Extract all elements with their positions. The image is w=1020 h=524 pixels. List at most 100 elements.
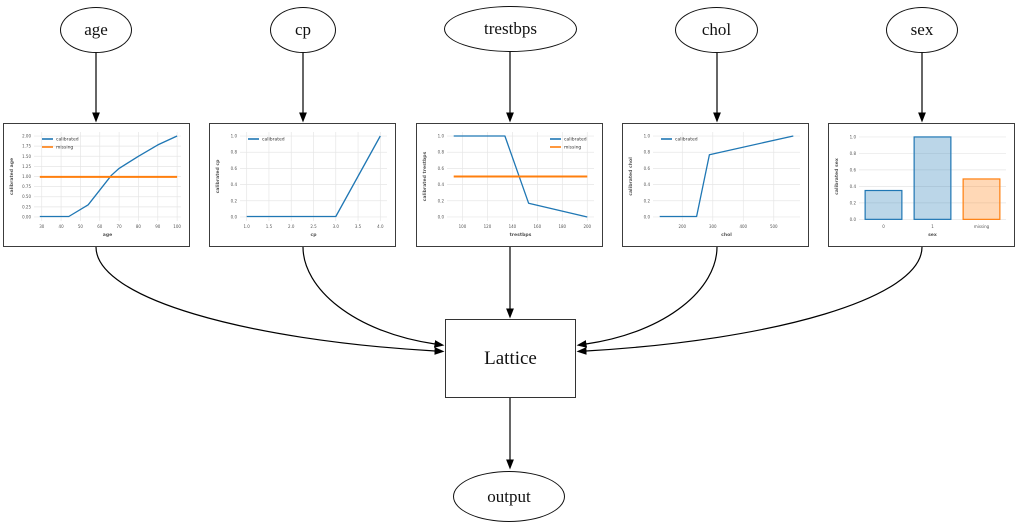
chart-svg-age: 0.000.250.500.751.001.251.501.752.00cali…: [4, 124, 188, 245]
x-tick-label: 120: [484, 224, 492, 229]
series-calibrated: [453, 135, 588, 218]
y-tick-label: 1.0: [850, 134, 857, 139]
x-tick-label: 30: [39, 224, 45, 229]
y-tick-label: 0.4: [231, 182, 238, 187]
x-tick-label: 200: [678, 224, 686, 229]
y-tick-label: 0.2: [438, 198, 445, 203]
x-tick-label: 2.5: [310, 224, 317, 229]
y-tick-label: 0.8: [438, 150, 445, 155]
x-tick-label: 100: [459, 224, 467, 229]
x-tick-label: 160: [534, 224, 542, 229]
x-tick-label: 300: [709, 224, 717, 229]
y-tick-label: 0.4: [850, 184, 857, 189]
input-node-cp-label: cp: [294, 20, 312, 39]
x-tick-label: 4.0: [377, 224, 384, 229]
x-axis-label: cp: [310, 233, 317, 238]
y-tick-label: 1.0: [438, 134, 445, 139]
y-tick-label: 0.8: [850, 151, 857, 156]
y-axis-label: calibrated cp: [215, 159, 221, 194]
x-axis-label: age: [103, 233, 113, 238]
y-tick-label: 0.0: [644, 214, 651, 219]
x-tick-label: 3.0: [333, 224, 340, 229]
chart-svg-sex: 0.0 0.2 0.4 0.6 0.8 1.0 calibrated sex 0 1 missin…: [829, 124, 1013, 245]
edge-sex-to-lattice: [576, 246, 923, 355]
y-tick-label: 1.00: [22, 174, 31, 179]
legend-label: calibrated: [675, 137, 698, 143]
x-tick-label: 200: [583, 224, 591, 229]
bar-0: [864, 189, 903, 220]
y-tick-label: 0.00: [22, 214, 31, 219]
x-tick-label: 1.0: [243, 224, 250, 229]
y-tick-label: 0.0: [850, 217, 857, 222]
x-tick-label: 50: [78, 224, 84, 229]
input-node-age: age: [60, 7, 132, 53]
y-tick-label: 0.2: [850, 200, 857, 205]
x-axis-label: trestbps: [510, 232, 532, 238]
x-tick-label: 70: [117, 224, 123, 229]
y-tick-label: 1.0: [644, 134, 651, 139]
calibrator-plot-sex: 0.0 0.2 0.4 0.6 0.8 1.0 calibrated sex 0 1 missin…: [828, 123, 1015, 247]
y-axis-label: calibrated sex: [834, 158, 840, 195]
y-tick-label: 0.25: [22, 204, 31, 209]
legend-label: missing: [56, 145, 73, 151]
y-tick-label: 0.75: [22, 184, 31, 189]
y-tick-label: 1.0: [231, 134, 238, 139]
x-tick-label: 80: [136, 224, 142, 229]
input-node-sex: sex: [886, 7, 958, 53]
y-tick-label: 0.0: [231, 214, 238, 219]
y-tick-label: 2.00: [22, 134, 31, 139]
x-tick-label: 500: [770, 224, 778, 229]
y-tick-label: 1.25: [22, 164, 31, 169]
output-node: output: [453, 471, 565, 522]
y-tick-label: 0.6: [438, 166, 445, 171]
legend-label: calibrated: [564, 137, 587, 143]
y-tick-label: 0.8: [231, 150, 238, 155]
series-calibrated: [246, 135, 381, 218]
series-calibrated: [39, 135, 178, 218]
edge-chol-to-lattice: [576, 246, 718, 348]
edge-cp-to-lattice: [302, 246, 445, 348]
x-tick-label: 400: [739, 224, 747, 229]
x-tick-label: 90: [155, 224, 161, 229]
x-tick-label: 40: [59, 224, 65, 229]
calibrator-plot-trestbps: 0.0 0.2 0.4 0.6 0.8 1.0 calibrated trestbps 100…: [416, 123, 603, 247]
legend-label: calibrated: [262, 137, 285, 143]
y-tick-label: 0.6: [850, 167, 857, 172]
x-tick-label: 140: [509, 224, 517, 229]
chart-svg-trestbps: 0.0 0.2 0.4 0.6 0.8 1.0 calibrated trestbps 100…: [417, 124, 601, 245]
bar-1: [913, 136, 952, 220]
x-tick-label: 1: [931, 224, 934, 229]
bar-missing: [962, 178, 1001, 220]
x-tick-label: 0: [882, 224, 885, 229]
input-node-sex-label: sex: [910, 20, 934, 39]
input-node-chol-label: chol: [701, 20, 732, 39]
x-tick-label: 1.5: [266, 224, 273, 229]
input-node-cp: cp: [270, 7, 336, 53]
y-tick-label: 0.50: [22, 194, 31, 199]
y-tick-label: 0.8: [644, 150, 651, 155]
y-tick-label: 0.2: [644, 198, 651, 203]
input-node-age-label: age: [84, 20, 108, 39]
x-tick-label: 2.0: [288, 224, 295, 229]
y-axis-label: calibrated chol: [628, 157, 634, 196]
y-tick-label: 0.0: [438, 214, 445, 219]
y-tick-label: 0.6: [231, 166, 238, 171]
x-tick-label: 100: [173, 224, 181, 229]
edge-age-to-lattice: [95, 246, 445, 355]
lattice-node-label: Lattice: [484, 347, 537, 369]
legend-label: missing: [564, 145, 581, 151]
y-tick-label: 0.4: [644, 182, 651, 187]
x-axis-label: chol: [721, 232, 732, 238]
y-tick-label: 1.50: [22, 154, 31, 159]
y-axis-label: calibrated age: [9, 158, 15, 195]
output-node-label: output: [487, 486, 531, 506]
x-tick-label: missing: [974, 224, 990, 229]
y-tick-label: 0.4: [438, 182, 445, 187]
x-tick-label: 60: [97, 224, 103, 229]
